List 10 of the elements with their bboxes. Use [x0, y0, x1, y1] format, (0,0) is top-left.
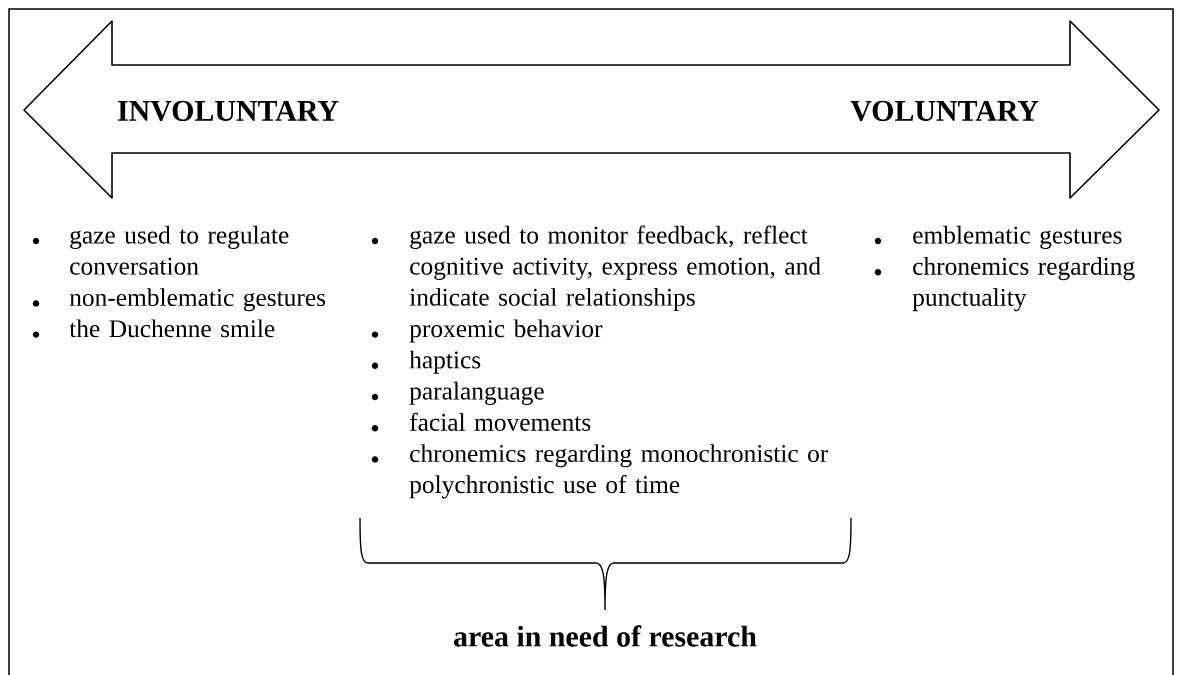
list-item: paralanguage — [409, 381, 544, 405]
list-item: emblematic gestures — [913, 225, 1122, 249]
list-item: chronemics regarding monochronistic or polychronistic use of time — [409, 444, 829, 499]
list-item: haptics — [409, 350, 481, 374]
list-item: chronemics regarding punctuality — [912, 257, 1135, 312]
list-item: facial movements — [410, 412, 591, 431]
brace-label: area in need of research — [454, 625, 757, 647]
list-item: proxemic behavior — [409, 319, 603, 343]
list-item: non-emblematic gestures — [69, 288, 326, 312]
list-item: the Duchenne smile — [69, 319, 275, 338]
